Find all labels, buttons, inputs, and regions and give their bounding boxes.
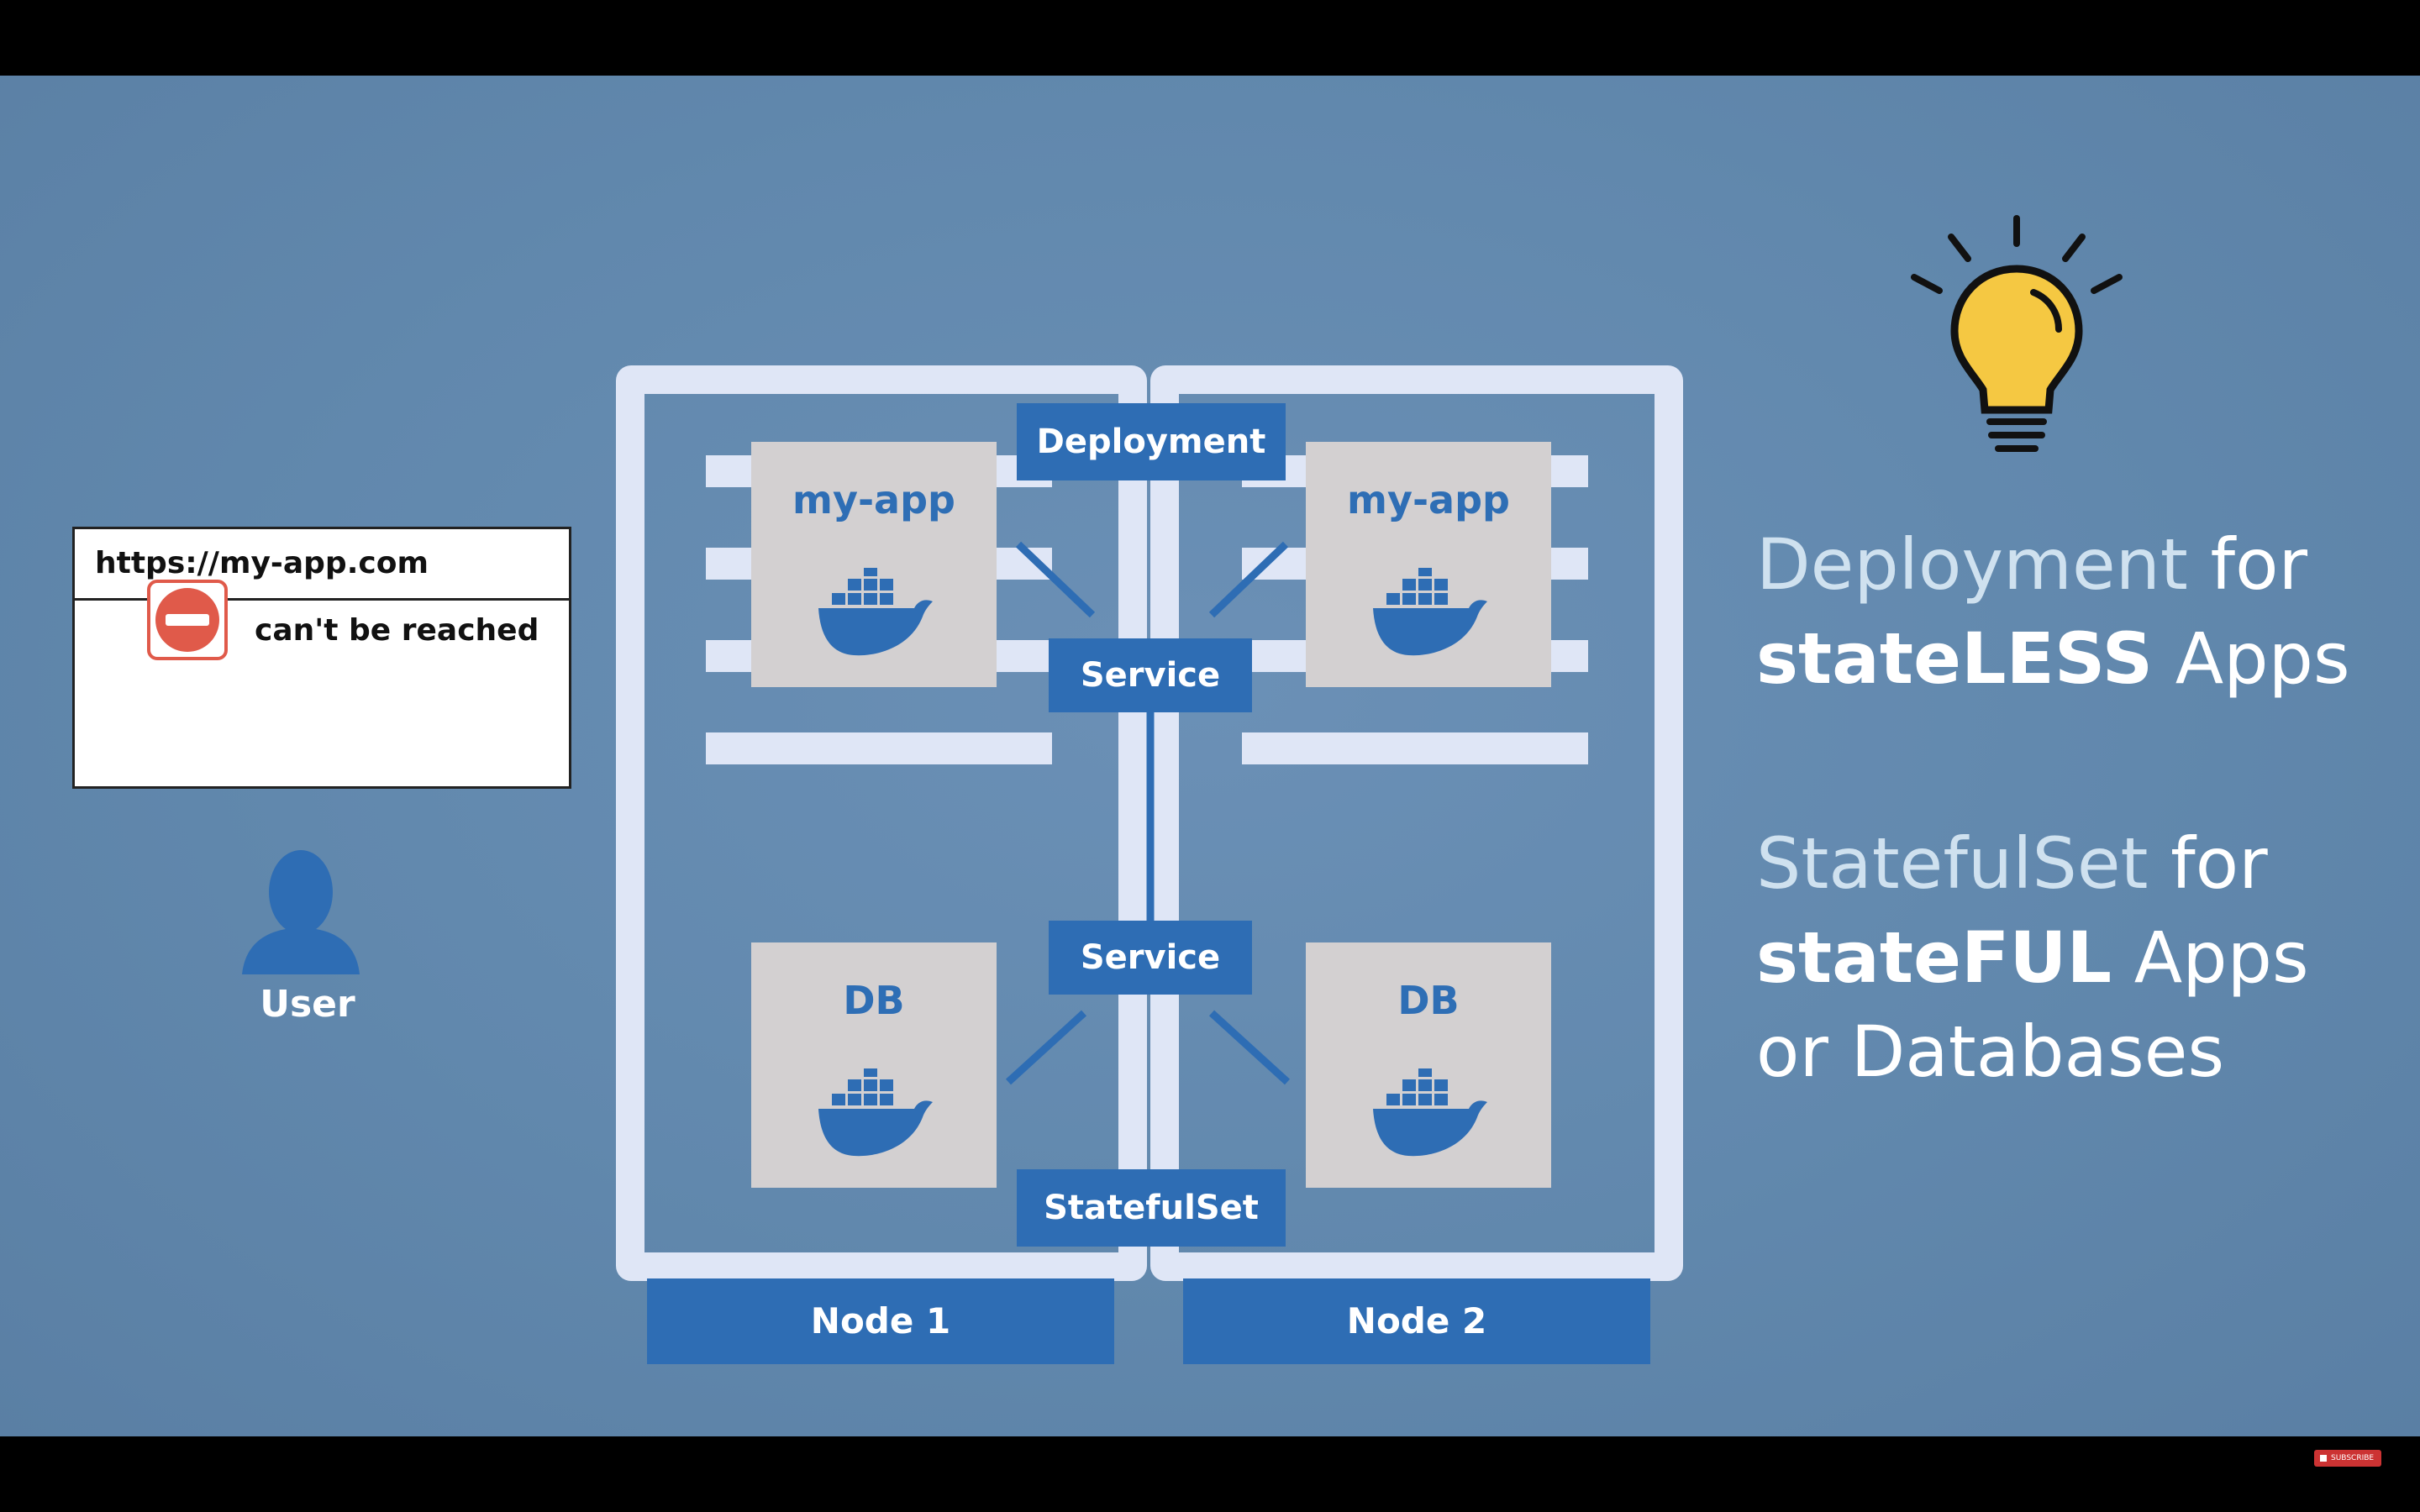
address-bar[interactable]: https://my-app.com: [75, 529, 569, 601]
slide: https://my-app.com can't be reached User: [0, 76, 2420, 1436]
error-message: can't be reached: [255, 613, 539, 648]
replica-bar: [1242, 732, 1588, 764]
pod-db-node-1: DB: [751, 942, 997, 1188]
pod-app-node-2: my-app: [1306, 442, 1551, 687]
pod-db-node-2: DB: [1306, 942, 1551, 1188]
service-tag-top: Service: [1049, 638, 1252, 712]
docker-whale-icon: [1373, 568, 1487, 656]
docker-whale-icon: [818, 568, 933, 656]
node-1-frame: [616, 365, 1147, 1281]
docker-whale-icon: [1373, 1068, 1487, 1157]
deployment-tag: Deployment: [1017, 403, 1286, 480]
browser-window: https://my-app.com can't be reached: [72, 527, 571, 789]
headline-for: for: [2148, 822, 2268, 905]
pod-label: my-app: [1347, 477, 1510, 522]
no-entry-icon: [147, 580, 228, 664]
headline-line-2: stateLESS Apps: [1756, 612, 2350, 706]
node-2-frame: [1150, 365, 1683, 1281]
node-2-label: Node 2: [1183, 1278, 1650, 1364]
docker-whale-icon: [818, 1068, 933, 1157]
deployment-term: Deployment: [1756, 523, 2188, 606]
headline-apps: Apps: [2112, 916, 2309, 999]
service-tag-bottom: Service: [1049, 921, 1252, 995]
statefulset-tag: StatefulSet: [1017, 1169, 1286, 1247]
pod-app-node-1: my-app: [751, 442, 997, 687]
subscribe-button[interactable]: SUBSCRIBE: [2314, 1450, 2381, 1467]
stateless-term: stateLESS: [1756, 617, 2154, 700]
user-silhouette-icon: [234, 848, 368, 978]
pod-label: my-app: [792, 477, 955, 522]
pod-label: DB: [1397, 978, 1460, 1023]
headline-line-3: StatefulSet for: [1756, 816, 2268, 911]
stateful-term: stateFUL: [1756, 916, 2112, 999]
headline-line-4: stateFUL Apps: [1756, 911, 2309, 1005]
replica-bar: [706, 732, 1052, 764]
lightbulb-icon: [1907, 210, 2126, 465]
headline-line-1: Deployment for: [1756, 517, 2307, 612]
headline-for: for: [2187, 523, 2308, 606]
headline-line-5: or Databases: [1756, 1011, 2225, 1093]
statefulset-term: StatefulSet: [1756, 822, 2149, 905]
user-label: User: [260, 983, 355, 1026]
connector-lines: [1005, 541, 1291, 1085]
node-1-label: Node 1: [647, 1278, 1114, 1364]
headline-apps: Apps: [2153, 617, 2350, 700]
pod-label: DB: [843, 978, 905, 1023]
